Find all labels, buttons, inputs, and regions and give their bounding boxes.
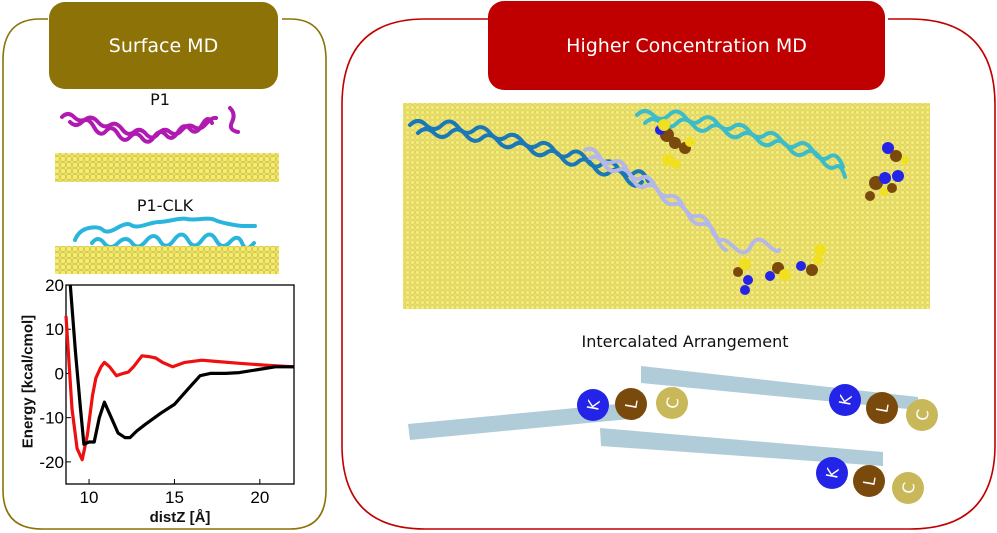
- residue-k-label: K: [583, 398, 604, 412]
- residue-cluster: [655, 119, 695, 169]
- klc-residue-group: K L C: [829, 384, 938, 431]
- y-tick-label: 10: [45, 320, 64, 339]
- helix-dimer-lavender: [583, 146, 781, 255]
- residue-c-circle: [656, 387, 688, 419]
- higher-concentration-md-title-text: Higher Concentration MD: [566, 34, 807, 57]
- helix-dimer-cyan: [635, 109, 847, 179]
- residue-cluster: [865, 142, 909, 201]
- residue-l-label: L: [872, 402, 892, 414]
- left-panel-frame: [2, 18, 327, 530]
- residue-c-label: C: [662, 396, 683, 410]
- right-panel-frame: [341, 18, 996, 530]
- chart-xlabel: distZ [Å]: [149, 509, 211, 526]
- y-tick-label: 0: [55, 364, 64, 383]
- p1-label: P1: [150, 90, 170, 109]
- y-tick-label: -20: [39, 453, 64, 472]
- residue-l-label: L: [859, 475, 879, 487]
- surface-md-title: Surface MD: [49, 2, 278, 89]
- residue-c-label: C: [912, 408, 933, 422]
- p1-clk-label: P1-CLK: [136, 196, 194, 215]
- residue-l-circle: [615, 388, 647, 420]
- klc-residue-group: K L C: [816, 457, 924, 504]
- x-tick-label: 10: [80, 488, 99, 507]
- residue-k-circle: [816, 457, 848, 489]
- residue-l-circle: [866, 392, 898, 424]
- y-tick-label: 20: [45, 276, 64, 295]
- residue-l-circle: [853, 465, 885, 497]
- residue-k-circle: [577, 389, 609, 421]
- y-tick-label: -10: [39, 409, 64, 428]
- residue-l-label: L: [621, 398, 641, 410]
- surface-md-title-text: Surface MD: [108, 34, 219, 57]
- residue-c-circle: [892, 472, 924, 504]
- residue-cluster: [733, 244, 826, 295]
- x-tick-label: 15: [165, 488, 184, 507]
- residue-k-label: K: [822, 466, 843, 480]
- x-tick-label: 20: [250, 488, 269, 507]
- series-line-p1: [68, 284, 294, 446]
- intercalated-arrangement-title: Intercalated Arrangement: [581, 332, 789, 351]
- higher-concentration-md-title: Higher Concentration MD: [488, 1, 885, 90]
- residue-c-circle: [906, 399, 938, 431]
- residue-k-circle: [829, 384, 861, 416]
- series-line-p1-clk: [64, 315, 295, 462]
- chart-plot-area: [65, 284, 295, 485]
- residue-c-label: C: [898, 481, 919, 495]
- helix-bar: [600, 428, 883, 466]
- residue-k-label: K: [835, 393, 856, 407]
